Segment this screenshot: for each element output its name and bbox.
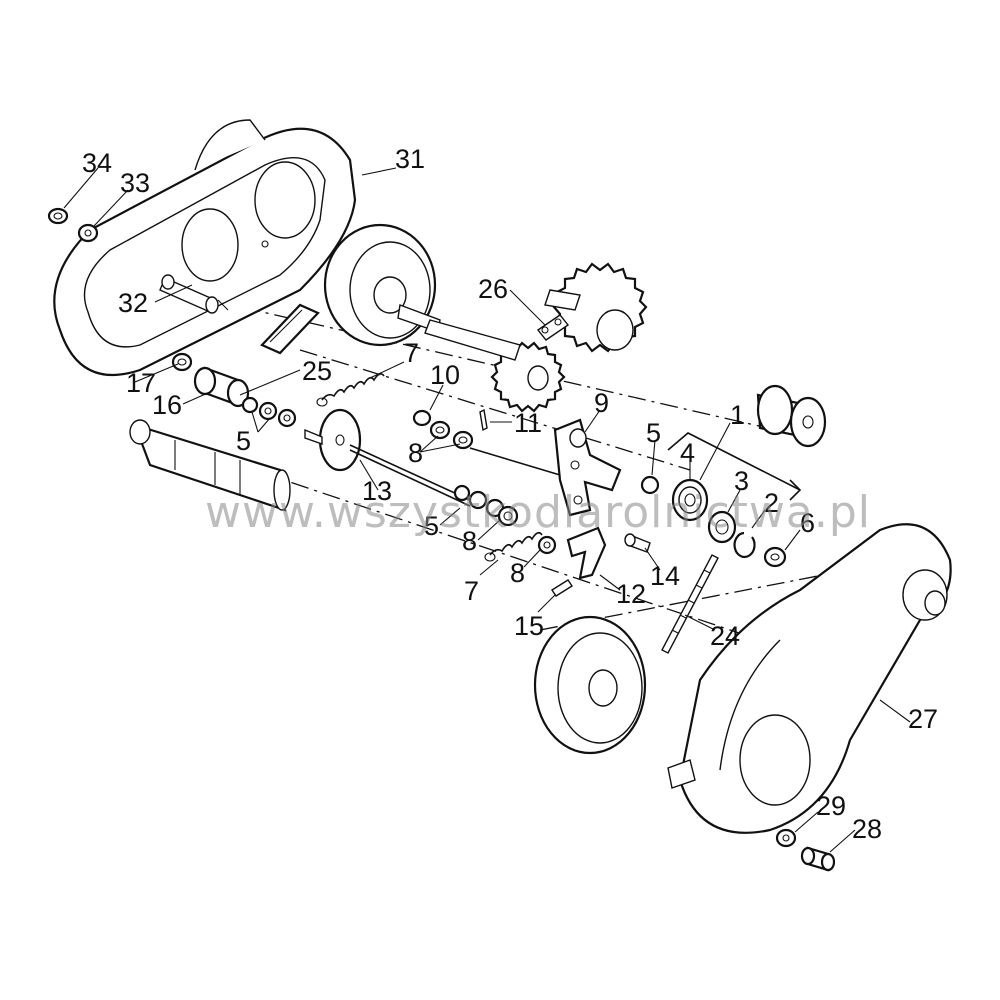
nuts-8-upper (429, 420, 561, 476)
nut-34 (47, 207, 69, 225)
nut-6 (763, 546, 787, 568)
label-9: 9 (594, 388, 609, 418)
leader-lines (63, 167, 911, 853)
adjusting-rod-13 (304, 408, 471, 507)
pin-15 (551, 579, 573, 597)
spring-7-upper (316, 372, 385, 407)
stud-bolt-32 (159, 274, 229, 314)
label-29: 29 (816, 791, 846, 821)
label-8-lower: 8 (510, 558, 525, 588)
label-14: 14 (650, 561, 680, 591)
label-10: 10 (430, 360, 460, 390)
label-31: 31 (395, 144, 425, 174)
split-pin-11 (479, 408, 488, 432)
label-6: 6 (800, 508, 815, 538)
label-8-middle: 8 (462, 526, 477, 556)
label-17: 17 (126, 368, 156, 398)
washer-33 (77, 223, 99, 243)
washer-5-right (640, 475, 660, 495)
label-8-upper: 8 (408, 438, 423, 468)
spring-7-lower (484, 531, 543, 562)
upper-pulley (323, 223, 441, 347)
watermark: www.wszystkodlarolnictwa.pl (205, 487, 871, 538)
washer-10 (412, 409, 432, 427)
label-34: 34 (82, 148, 112, 178)
main-shaft (129, 419, 291, 512)
label-5-middle: 5 (424, 511, 439, 541)
label-5-left: 5 (236, 426, 251, 456)
label-33: 33 (120, 168, 150, 198)
label-11: 11 (514, 408, 542, 438)
label-2: 2 (764, 488, 779, 518)
label-7-lower: 7 (464, 576, 479, 606)
label-25: 25 (302, 356, 332, 386)
nuts-8-middle (453, 484, 519, 527)
lever-12 (566, 526, 607, 580)
label-4: 4 (680, 438, 695, 468)
label-24: 24 (710, 621, 740, 651)
circlip-2 (733, 531, 756, 559)
label-28: 28 (852, 814, 882, 844)
idler-pulley-1 (756, 384, 827, 448)
bolt-14 (624, 533, 651, 553)
label-1: 1 (730, 400, 745, 430)
upper-belt-guard (53, 119, 357, 377)
tensioner-bracket-9 (553, 418, 622, 517)
nut-8-lower (537, 535, 557, 555)
label-16: 16 (152, 390, 182, 420)
key-25 (260, 303, 320, 355)
threaded-rod-24 (661, 554, 719, 654)
nut-17 (171, 352, 193, 372)
label-26: 26 (478, 274, 508, 304)
label-3: 3 (734, 466, 749, 496)
sprocket-shaft (424, 289, 581, 361)
label-5-right: 5 (646, 418, 661, 448)
label-13: 13 (362, 476, 392, 506)
idler-roller-3 (707, 510, 737, 544)
chain-link-26 (536, 314, 570, 341)
label-15: 15 (514, 611, 544, 641)
bolt-28 (800, 846, 836, 872)
part-labels: 34 33 31 32 26 17 16 5 25 7 10 11 8 9 5 … (82, 144, 938, 844)
label-27: 27 (908, 704, 938, 734)
spacer-bush-16 (193, 366, 250, 408)
lower-guard-cover-27 (667, 523, 952, 834)
washers-5-left (241, 396, 297, 428)
lower-pulley (533, 615, 647, 755)
assembly-bracket-lines (667, 432, 802, 501)
sprocket-small (490, 341, 566, 413)
label-12: 12 (616, 579, 646, 609)
label-32: 32 (118, 288, 148, 318)
sprocket-large (552, 262, 648, 353)
label-7-upper: 7 (404, 338, 419, 368)
washer-29 (775, 828, 797, 848)
